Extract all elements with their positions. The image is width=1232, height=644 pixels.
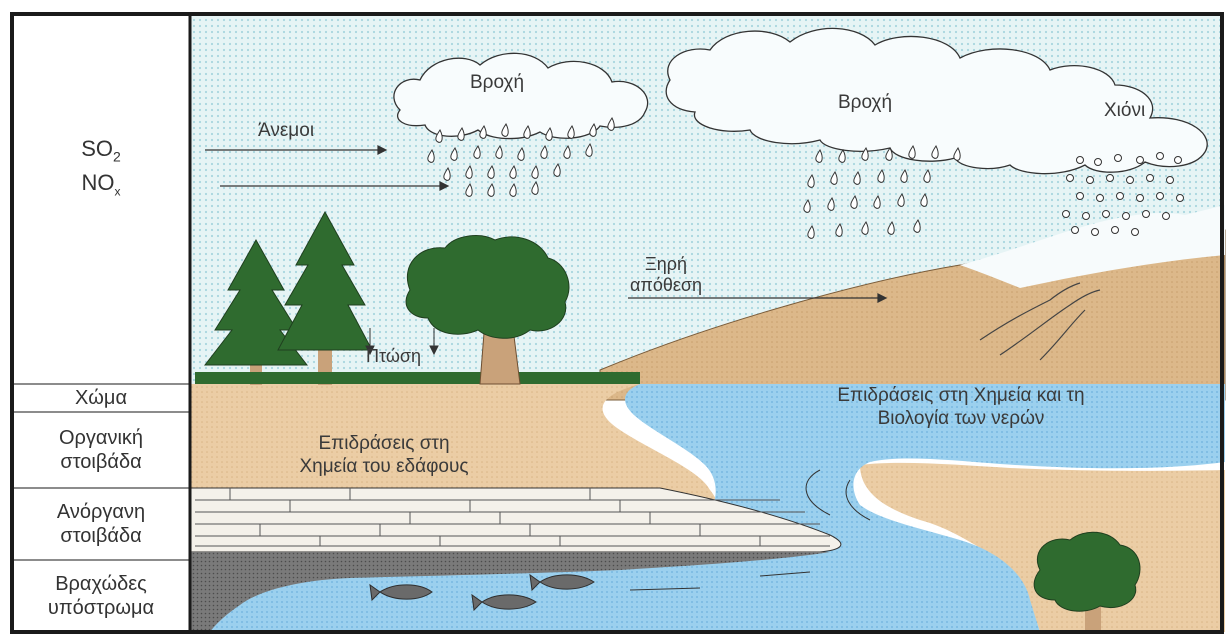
pollutants-label: SO2 NOx bbox=[12, 130, 190, 210]
dry-deposition-text-1: Ξηρή bbox=[630, 254, 702, 275]
water-effects-text-2: Βιολογία των νερών bbox=[718, 407, 1204, 430]
inorganic-layer-label: Ανόργανη στοιβάδα bbox=[12, 488, 190, 560]
organic-layer-label: Οργανική στοιβάδα bbox=[12, 412, 190, 488]
bedrock-layer-label: Βραχώδες υπόστρωμα bbox=[12, 560, 190, 632]
inorganic-text-2: στοιβάδα bbox=[60, 524, 141, 548]
organic-text-1: Οργανική bbox=[59, 426, 143, 450]
bedrock-text-1: Βραχώδες bbox=[55, 572, 147, 596]
so2-sub: 2 bbox=[113, 149, 121, 165]
snow-label: Χιόνι bbox=[1104, 100, 1145, 122]
dry-deposition-label: Ξηρή απόθεση bbox=[630, 254, 702, 296]
nox-text: NO bbox=[82, 170, 115, 195]
rain-label-left: Βροχή bbox=[470, 72, 524, 94]
fall-label: Πτώση bbox=[366, 346, 421, 367]
water-effects-text-1: Επιδράσεις στη Χημεία και τη bbox=[718, 384, 1204, 407]
soil-layer-label: Χώμα bbox=[12, 384, 190, 412]
bedrock-text-2: υπόστρωμα bbox=[48, 596, 154, 620]
so2-text: SO bbox=[81, 136, 113, 161]
grass bbox=[195, 372, 640, 384]
dry-deposition-text-2: απόθεση bbox=[630, 275, 702, 296]
water-effects-label: Επιδράσεις στη Χημεία και τη Βιολογία τω… bbox=[718, 384, 1204, 430]
inorganic-text-1: Ανόργανη bbox=[57, 500, 145, 524]
soil-text: Χώμα bbox=[75, 386, 127, 410]
nox-sub: x bbox=[115, 184, 121, 198]
soil-effects-label: Επιδράσεις στη Χημεία του εδάφους bbox=[214, 432, 554, 478]
winds-label: Άνεμοι bbox=[258, 120, 314, 142]
soil-effects-text-2: Χημεία του εδάφους bbox=[214, 455, 554, 478]
soil-effects-text-1: Επιδράσεις στη bbox=[214, 432, 554, 455]
organic-text-2: στοιβάδα bbox=[60, 450, 141, 474]
rain-label-right: Βροχή bbox=[838, 92, 892, 114]
